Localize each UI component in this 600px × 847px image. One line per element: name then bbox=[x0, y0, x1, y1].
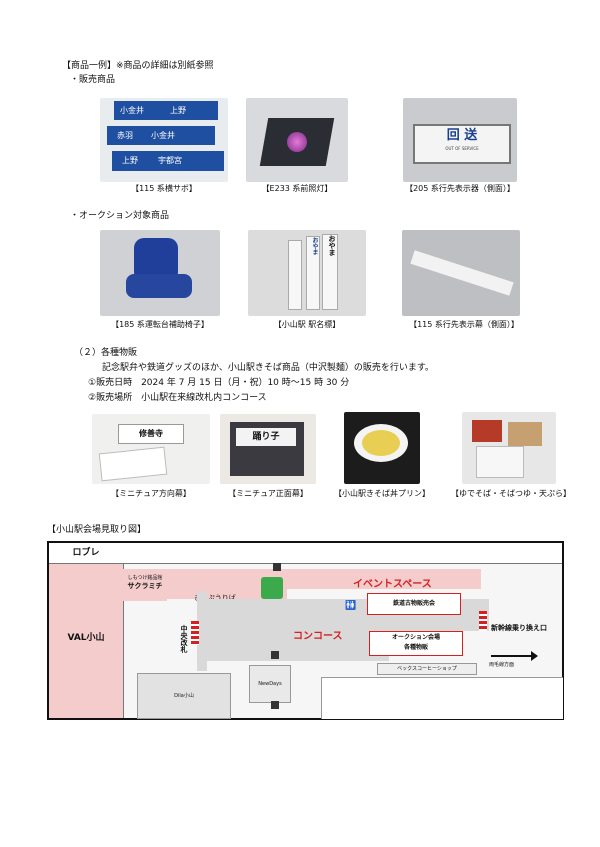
photo-115-destination-roll bbox=[402, 230, 520, 316]
photo-kisoba-pudding bbox=[344, 412, 420, 484]
direction-arrow-icon bbox=[491, 655, 533, 657]
sale-heading: ・販売商品 bbox=[70, 75, 116, 85]
section-title: 【商品一例】※商品の詳細は別紙参照 bbox=[62, 61, 214, 71]
sabo-plate-3: 上野宇都宮 bbox=[112, 151, 224, 171]
chuo-gate bbox=[191, 621, 199, 645]
caption-kisoba-pudding: 【小山駅きそば丼プリン】 bbox=[334, 489, 430, 498]
map-kippu: きっぷうりば bbox=[194, 594, 236, 602]
goods-desc: 記念駅弁や鉄道グッズのほか、小山駅きそば商品（中沢製麺）の販売を行います。 bbox=[102, 363, 434, 373]
photo-e233-headlight bbox=[246, 98, 348, 182]
goods-date: ①販売日時 2024 年 7 月 15 日（月・祝）10 時～15 時 30 分 bbox=[88, 378, 350, 388]
map-dila: Dila小山 bbox=[137, 673, 231, 719]
caption-mini-front: 【ミニチュア正面幕】 bbox=[228, 489, 308, 498]
map-ryomo: 両毛線方面 bbox=[489, 662, 515, 668]
shinkansen-gate bbox=[479, 611, 487, 631]
map-concourse: コンコース bbox=[293, 631, 343, 642]
toilet-icon: 🚻 bbox=[345, 601, 357, 611]
sabo-plate-1: 小金井上野 bbox=[114, 101, 218, 120]
photo-oyama-sign: おやま おやま bbox=[248, 230, 366, 316]
photo-soba-set bbox=[462, 412, 556, 484]
goods-heading: （２）各種物販 bbox=[74, 348, 138, 358]
map-newdays: NewDays bbox=[249, 665, 291, 703]
caption-e233-headlight: 【E233 系前照灯】 bbox=[261, 184, 333, 193]
caption-soba-set: 【ゆでそば・そばつゆ・天ぷら】 bbox=[451, 489, 571, 498]
map-roble: ロブレ bbox=[49, 543, 124, 564]
midori-icon bbox=[261, 577, 283, 599]
auction-heading: ・オークション対象商品 bbox=[70, 211, 170, 221]
map-auction-box: オークション会場各種物販 bbox=[369, 631, 463, 656]
goods-place: ②販売場所 小山駅在来線改札内コンコース bbox=[88, 393, 267, 403]
destination-panel: 回 送 OUT OF SERVICE bbox=[413, 124, 511, 164]
map-sakuramichi: しもつけ銘品館 サクラミチ bbox=[123, 569, 167, 601]
map-event-space: イベントスペース bbox=[353, 579, 432, 590]
map-val: VAL小山 bbox=[67, 633, 105, 643]
photo-115-sabo: 小金井上野 赤羽小金井 上野宇都宮 bbox=[100, 98, 228, 182]
caption-185-seat: 【185 系運転台補助椅子】 bbox=[111, 320, 209, 329]
photo-mini-direction: 修善寺 bbox=[92, 414, 210, 484]
station-map: ロブレ VAL小山 しもつけ銘品館 サクラミチ みどりの窓口 きっぷうりば イベ… bbox=[47, 541, 564, 720]
caption-oyama-sign: 【小山駅 駅名標】 bbox=[273, 320, 341, 329]
photo-mini-front: 踊り子 bbox=[220, 414, 316, 484]
map-title: 【小山駅会場見取り図】 bbox=[47, 525, 147, 535]
caption-115-destination-roll: 【115 系行先表示幕（側面）】 bbox=[409, 320, 519, 329]
map-shinkansen: 新幹線乗り換え口 bbox=[491, 624, 547, 632]
caption-205-destination: 【205 系行先表示器（側面）】 bbox=[405, 184, 515, 193]
map-becks: ベックスコーヒーショップ bbox=[377, 663, 477, 675]
photo-205-destination: 回 送 OUT OF SERVICE bbox=[403, 98, 517, 182]
map-sale-box: 鉄道古物販売会 bbox=[367, 593, 461, 615]
photo-185-seat bbox=[100, 230, 220, 316]
map-chuo: 中央改札 bbox=[180, 625, 188, 653]
caption-mini-direction: 【ミニチュア方向幕】 bbox=[111, 489, 191, 498]
stairs-icon bbox=[271, 651, 279, 659]
sabo-plate-2: 赤羽小金井 bbox=[107, 126, 215, 145]
stairs-icon bbox=[271, 701, 279, 709]
headlight-lens bbox=[287, 132, 307, 152]
caption-115-sabo: 【115 系横サボ】 bbox=[131, 184, 197, 193]
stairs-icon bbox=[273, 563, 281, 571]
